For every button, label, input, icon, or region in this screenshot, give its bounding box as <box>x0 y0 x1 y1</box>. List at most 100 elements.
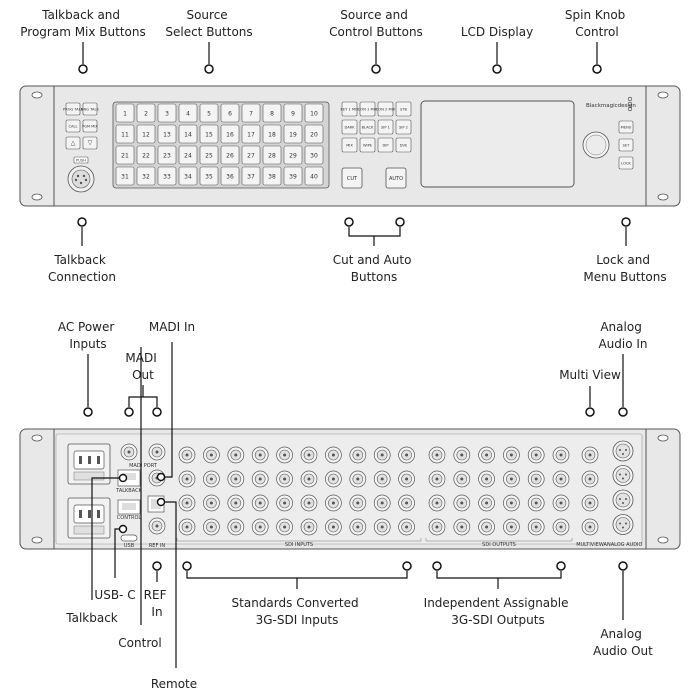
analog-audio-xlr[interactable] <box>612 440 634 462</box>
sdi-output-connector[interactable] <box>527 494 545 512</box>
sdi-input-connector[interactable] <box>178 494 196 512</box>
source-button-22[interactable]: 22 <box>136 145 156 165</box>
source-button-10[interactable]: 10 <box>304 103 324 123</box>
source-button-33[interactable]: 33 <box>157 166 177 186</box>
sdi-output-connector[interactable] <box>428 446 446 464</box>
source-button-7[interactable]: 7 <box>241 103 261 123</box>
control-button[interactable]: WIPE <box>359 137 376 153</box>
sdi-input-connector[interactable] <box>203 494 220 512</box>
auto-button[interactable]: AUTO <box>385 167 407 189</box>
sdi-input-connector[interactable] <box>203 446 220 464</box>
source-button-5[interactable]: 5 <box>199 103 219 123</box>
multiview-connector[interactable] <box>581 518 599 536</box>
source-button-9[interactable]: 9 <box>283 103 303 123</box>
sdi-input-connector[interactable] <box>349 470 367 488</box>
analog-audio-xlr[interactable] <box>612 514 634 535</box>
talkback-panel-button[interactable]: CALL <box>65 119 81 133</box>
sdi-input-connector[interactable] <box>251 494 269 512</box>
source-button-4[interactable]: 4 <box>178 103 198 123</box>
source-button-20[interactable]: 20 <box>304 124 324 144</box>
sdi-input-connector[interactable] <box>178 446 196 464</box>
sdi-input-connector[interactable] <box>373 518 391 536</box>
ref-in-connector[interactable] <box>148 517 166 535</box>
talkback-panel-button[interactable]: ENG TALK <box>81 102 99 116</box>
sdi-output-connector[interactable] <box>453 494 471 512</box>
source-button-29[interactable]: 29 <box>283 145 303 165</box>
sdi-output-connector[interactable] <box>552 446 570 464</box>
sdi-input-connector[interactable] <box>398 518 415 536</box>
sdi-input-connector[interactable] <box>300 470 318 488</box>
sdi-input-connector[interactable] <box>251 446 269 464</box>
sdi-input-connector[interactable] <box>349 518 367 536</box>
madi-out-connector[interactable] <box>148 443 166 461</box>
sdi-output-connector[interactable] <box>478 446 495 464</box>
menu-button[interactable]: MENU <box>618 120 634 134</box>
sdi-input-connector[interactable] <box>398 494 415 512</box>
spin-knob[interactable] <box>582 131 610 159</box>
sdi-output-connector[interactable] <box>552 518 570 536</box>
control-button[interactable]: KEY 1 MIX <box>340 101 359 117</box>
control-button[interactable]: CON 1 MIX <box>358 101 378 117</box>
sdi-output-connector[interactable] <box>552 494 570 512</box>
analog-audio-xlr[interactable] <box>612 465 634 486</box>
sdi-output-connector[interactable] <box>478 494 495 512</box>
source-button-12[interactable]: 12 <box>136 124 156 144</box>
sdi-output-connector[interactable] <box>428 494 446 512</box>
source-button-18[interactable]: 18 <box>262 124 282 144</box>
sdi-input-connector[interactable] <box>178 518 196 536</box>
source-button-30[interactable]: 30 <box>304 145 324 165</box>
sdi-output-connector[interactable] <box>552 470 570 488</box>
source-button-35[interactable]: 35 <box>199 166 219 186</box>
ac-power-inlet-1[interactable] <box>67 443 111 485</box>
sdi-input-connector[interactable] <box>178 470 196 488</box>
sdi-output-connector[interactable] <box>428 518 446 536</box>
source-button-1[interactable]: 1 <box>115 103 135 123</box>
source-button-32[interactable]: 32 <box>136 166 156 186</box>
sdi-input-connector[interactable] <box>349 446 367 464</box>
talkback-panel-button[interactable]: PROG TALK <box>63 102 84 116</box>
sdi-input-connector[interactable] <box>276 494 293 512</box>
source-button-38[interactable]: 38 <box>262 166 282 186</box>
sdi-input-connector[interactable] <box>251 518 269 536</box>
menu-button[interactable]: SET <box>618 138 634 152</box>
control-button[interactable]: BLACK <box>359 119 376 135</box>
control-button[interactable]: DIP <box>377 137 394 153</box>
sdi-output-connector[interactable] <box>478 518 495 536</box>
sdi-input-connector[interactable] <box>203 470 220 488</box>
talkback-panel-button[interactable]: PGM MIX <box>82 119 98 133</box>
source-button-26[interactable]: 26 <box>220 145 240 165</box>
sdi-output-connector[interactable] <box>503 494 520 512</box>
control-button[interactable]: SIP 2 <box>395 119 412 135</box>
sdi-input-connector[interactable] <box>398 470 415 488</box>
sdi-input-connector[interactable] <box>300 518 318 536</box>
source-button-6[interactable]: 6 <box>220 103 240 123</box>
source-button-21[interactable]: 21 <box>115 145 135 165</box>
sdi-output-connector[interactable] <box>503 470 520 488</box>
sdi-input-connector[interactable] <box>203 518 220 536</box>
source-button-31[interactable]: 31 <box>115 166 135 186</box>
sdi-input-connector[interactable] <box>227 470 245 488</box>
sdi-output-connector[interactable] <box>527 518 545 536</box>
talkback-panel-button[interactable]: △ <box>65 136 81 150</box>
sdi-output-connector[interactable] <box>428 470 446 488</box>
sdi-output-connector[interactable] <box>453 470 471 488</box>
control-button[interactable]: DVE <box>395 137 412 153</box>
sdi-output-connector[interactable] <box>503 518 520 536</box>
source-button-19[interactable]: 19 <box>283 124 303 144</box>
source-button-27[interactable]: 27 <box>241 145 261 165</box>
source-button-16[interactable]: 16 <box>220 124 240 144</box>
source-button-39[interactable]: 39 <box>283 166 303 186</box>
control-button[interactable]: MIX <box>341 137 358 153</box>
source-button-3[interactable]: 3 <box>157 103 177 123</box>
sdi-input-connector[interactable] <box>373 494 391 512</box>
sdi-input-connector[interactable] <box>227 446 245 464</box>
source-button-17[interactable]: 17 <box>241 124 261 144</box>
sdi-input-connector[interactable] <box>227 494 245 512</box>
control-button[interactable]: CON 2 MIX <box>376 101 396 117</box>
source-button-15[interactable]: 15 <box>199 124 219 144</box>
sdi-output-connector[interactable] <box>527 446 545 464</box>
source-button-25[interactable]: 25 <box>199 145 219 165</box>
sdi-input-connector[interactable] <box>276 518 293 536</box>
sdi-input-connector[interactable] <box>325 446 342 464</box>
sdi-output-connector[interactable] <box>478 470 495 488</box>
